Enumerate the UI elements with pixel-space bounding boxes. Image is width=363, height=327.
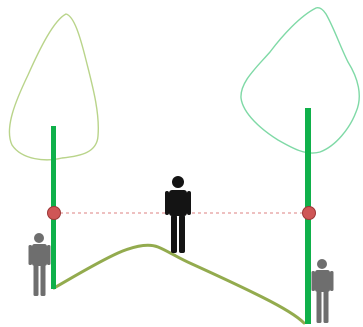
person-center-icon (165, 176, 191, 253)
marker-right-icon (303, 207, 316, 220)
person-right-icon (312, 259, 334, 323)
person-left-icon (29, 233, 51, 296)
tree-right-crown-icon (241, 8, 359, 153)
marker-left-icon (48, 207, 61, 220)
ground-line (54, 245, 304, 323)
